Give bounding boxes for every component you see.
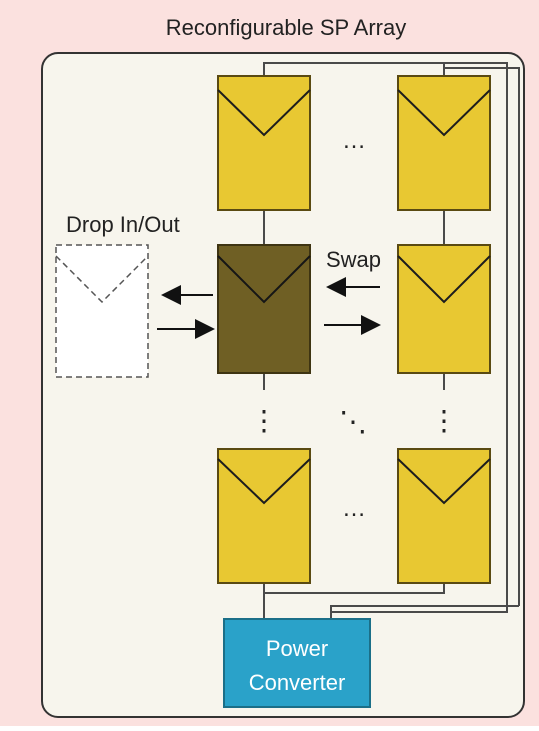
right-vertical-ellipsis: ⋮ xyxy=(430,405,458,436)
wire-outer-right xyxy=(444,67,520,606)
power-converter: Power Converter xyxy=(223,618,371,708)
power-converter-line-2: Converter xyxy=(249,670,346,695)
bottom-horizontal-ellipsis: … xyxy=(342,495,366,522)
solar-panel-middle-right xyxy=(397,244,491,374)
solar-panel-bottom-right xyxy=(397,448,491,584)
left-vertical-ellipsis: ⋮ xyxy=(250,405,278,436)
wire-return xyxy=(330,605,519,619)
selected-solar-panel xyxy=(217,244,311,374)
top-horizontal-ellipsis: … xyxy=(342,127,366,154)
dropped-solar-panel xyxy=(55,244,149,378)
diagram-title: Reconfigurable SP Array xyxy=(166,15,407,40)
solar-panel-top-left xyxy=(217,75,311,211)
swap-label: Swap xyxy=(326,247,381,272)
power-converter-line-1: Power xyxy=(266,636,328,661)
diagonal-ellipsis: ⋱ xyxy=(339,406,367,437)
solar-panel-top-right xyxy=(397,75,491,211)
solar-panel-bottom-left xyxy=(217,448,311,584)
wires xyxy=(263,62,520,619)
drop-in-out-label: Drop In/Out xyxy=(66,212,180,237)
wire-col2-bottom xyxy=(264,583,445,594)
